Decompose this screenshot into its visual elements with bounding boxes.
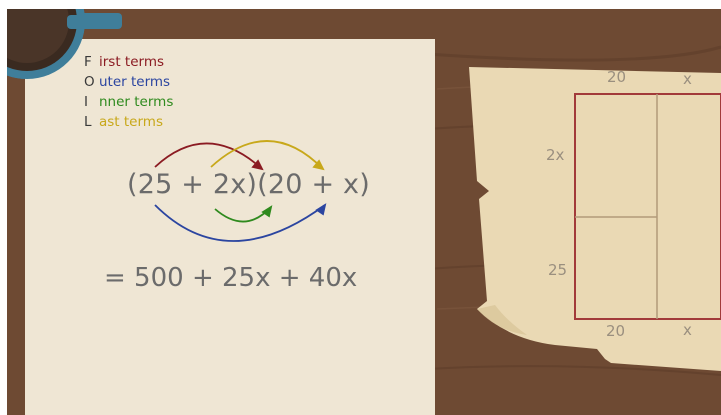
top-label-x: x bbox=[683, 70, 692, 88]
first-arrow bbox=[154, 142, 263, 170]
top-label-20: 20 bbox=[607, 68, 627, 86]
paper-sheet bbox=[25, 39, 435, 415]
sticky-note bbox=[469, 67, 721, 371]
expansion-result: = 500 + 25x + 40x bbox=[104, 263, 358, 293]
left-label-25: 25 bbox=[548, 261, 568, 279]
bottom-label-x: x bbox=[683, 321, 692, 339]
left-label-2x: 2x bbox=[546, 146, 565, 164]
scene-graphics bbox=[7, 9, 721, 415]
bottom-label-20: 20 bbox=[606, 322, 626, 340]
binomial-expression: (25 + 2x)(20 + x) bbox=[127, 169, 370, 200]
outer-arrow bbox=[154, 204, 326, 242]
area-model-grid bbox=[574, 93, 721, 320]
last-arrow bbox=[210, 140, 324, 170]
